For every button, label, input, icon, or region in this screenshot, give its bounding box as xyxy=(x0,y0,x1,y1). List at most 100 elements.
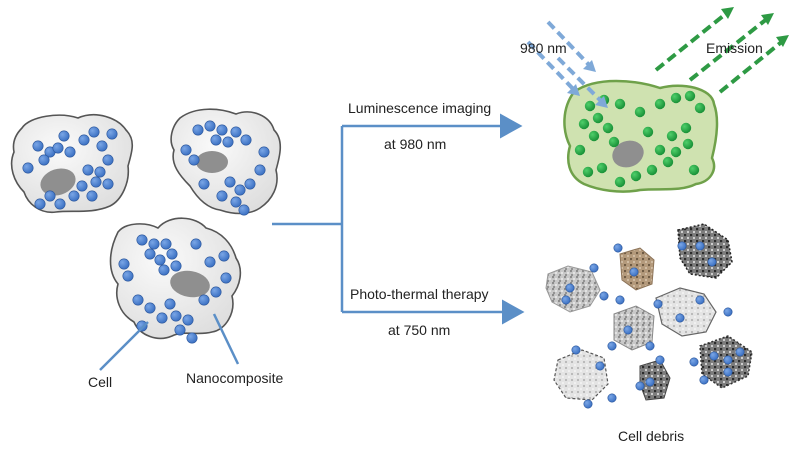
nanoparticle-icon xyxy=(629,267,639,277)
emitting-particle-icon xyxy=(588,130,600,142)
emitting-particle-icon xyxy=(682,138,694,150)
nanoparticle-icon xyxy=(589,263,599,273)
emitting-particle-icon xyxy=(582,166,594,178)
cell-pointer-line xyxy=(99,321,149,371)
emission-label: Emission xyxy=(706,40,763,56)
nanoparticle-icon xyxy=(52,142,64,154)
nanoparticle-icon xyxy=(78,134,90,146)
emission-arrowheads xyxy=(721,7,789,47)
nanoparticle-icon xyxy=(158,264,170,276)
nanoparticle-icon xyxy=(645,341,655,351)
emitting-particle-icon xyxy=(608,136,620,148)
nanoparticle-icon xyxy=(709,351,719,361)
emitting-particle-icon xyxy=(694,102,706,114)
therapy-wavelength-label: at 750 nm xyxy=(388,322,451,338)
nanoparticle-icon xyxy=(216,124,228,136)
cell-debris xyxy=(545,223,753,401)
emitting-particle-icon xyxy=(662,156,674,168)
emitting-particle-icon xyxy=(670,146,682,158)
nanoparticle-icon xyxy=(188,154,200,166)
nanoparticle-icon xyxy=(224,176,236,188)
nanoparticle-icon xyxy=(198,178,210,190)
excitation-wavelength-label: 980 nm xyxy=(520,40,567,56)
nanoparticle-icon xyxy=(607,341,617,351)
nanoparticle-icon xyxy=(106,128,118,140)
nanoparticle-icon xyxy=(76,180,88,192)
emitting-particle-icon xyxy=(574,144,586,156)
emitting-particle-icon xyxy=(654,144,666,156)
nanoparticle-icon xyxy=(54,198,66,210)
nanoparticle-icon xyxy=(192,124,204,136)
nanoparticle-icon xyxy=(94,166,106,178)
emitting-particle-icon xyxy=(602,122,614,134)
nanoparticle-icon xyxy=(595,361,605,371)
emitting-particles xyxy=(574,90,706,188)
nanoparticle-icon xyxy=(244,178,256,190)
nanoparticle-icon xyxy=(613,243,623,253)
nanoparticle-icon xyxy=(166,248,178,260)
cell-label: Cell xyxy=(88,374,113,390)
nanoparticle-icon xyxy=(102,178,114,190)
nanoparticle-icon xyxy=(210,134,222,146)
cell-bottom xyxy=(109,217,242,340)
nanoparticle-icon xyxy=(22,162,34,174)
debris-fragment-icon xyxy=(655,287,717,337)
nanoparticle-icon xyxy=(675,313,685,323)
nanoparticle-icon xyxy=(222,136,234,148)
cell-top-left xyxy=(10,114,134,214)
nanoparticle-icon xyxy=(699,375,709,385)
emitting-particle-icon xyxy=(614,98,626,110)
nanoparticle-icon xyxy=(689,357,699,367)
emitting-particle-icon xyxy=(666,130,678,142)
cell-debris-label: Cell debris xyxy=(618,428,685,444)
nanoparticle-icon xyxy=(88,126,100,138)
photo-thermal-therapy-label: Photo-thermal therapy xyxy=(350,286,489,302)
nanoparticle-icon xyxy=(234,184,246,196)
nanoparticle-icon xyxy=(695,295,705,305)
nanoparticle-icon xyxy=(258,146,270,158)
nanoparticle-icon xyxy=(44,190,56,202)
debris-fragment-icon xyxy=(553,349,609,401)
nanoparticle-icon xyxy=(38,154,50,166)
nanocomposite-label: Nanocomposite xyxy=(186,370,284,386)
nanoparticle-icon xyxy=(561,295,571,305)
nanoparticle-icon xyxy=(160,238,172,250)
nanoparticle-icon xyxy=(182,314,194,326)
nanoparticle-icon xyxy=(204,256,216,268)
emitting-particle-icon xyxy=(670,92,682,104)
nanoparticle-icon xyxy=(599,291,609,301)
emitting-particle-icon xyxy=(592,112,604,124)
emitting-particle-icon xyxy=(630,170,642,182)
nanoparticle-icon xyxy=(254,164,266,176)
nanoparticle-icon xyxy=(723,307,733,317)
nanoparticle-icon xyxy=(58,130,70,142)
nanoparticle-icon xyxy=(723,355,733,365)
nanoparticle-icon xyxy=(64,146,76,158)
emitting-particle-icon xyxy=(614,176,626,188)
nanoparticle-icon xyxy=(82,164,94,176)
nanoparticle-icon xyxy=(218,250,230,262)
excitation-arrows xyxy=(526,20,606,106)
nanoparticle-icon xyxy=(735,347,745,357)
emitting-particle-icon xyxy=(634,106,646,118)
emitting-particle-icon xyxy=(688,164,700,176)
nanoparticle-icon xyxy=(170,260,182,272)
nanoparticle-icon xyxy=(132,294,144,306)
nanoparticle-icon xyxy=(695,241,705,251)
emitting-particle-icon xyxy=(654,98,666,110)
nanoparticle-icon xyxy=(170,310,182,322)
nanoparticle-icon xyxy=(86,190,98,202)
nanoparticle-icon xyxy=(677,241,687,251)
branch-arrows xyxy=(272,113,525,325)
nanoparticle-icon xyxy=(156,312,168,324)
nanoparticle-icon xyxy=(607,393,617,403)
nucleus-icon xyxy=(40,168,76,196)
nanoparticle-icon xyxy=(180,144,192,156)
emitting-particle-icon xyxy=(642,126,654,138)
nanoparticle-icon xyxy=(154,254,166,266)
nanoparticle-icon xyxy=(204,120,216,132)
nanoparticle-icon xyxy=(655,355,665,365)
nanoparticle-icon xyxy=(186,332,198,344)
nanoparticle-icon xyxy=(68,190,80,202)
